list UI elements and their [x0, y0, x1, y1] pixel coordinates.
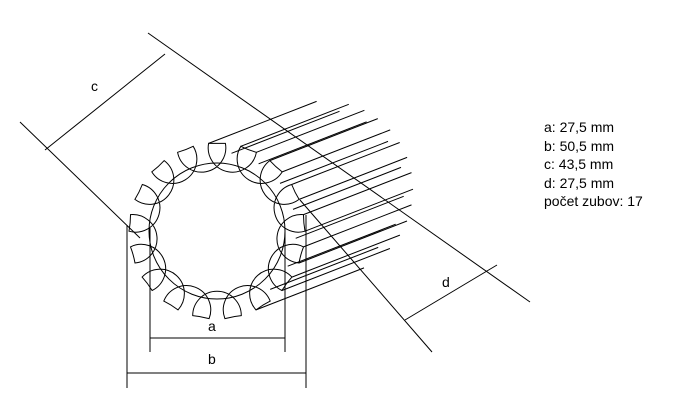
dimension-lines [19, 32, 531, 388]
tooth-edge-line [255, 267, 365, 311]
tooth-edge-line [303, 204, 412, 248]
spec-b: b: 50,5 mm [544, 137, 615, 154]
specifications-list: a: 27,5 mm b: 50,5 mm c: 43,5 mm d: 27,5… [544, 118, 643, 211]
spec-d: d: 27,5 mm [544, 174, 615, 191]
tooth-edge-line [304, 188, 414, 232]
tooth-edge-line [298, 220, 408, 264]
dimension-line-c [44, 53, 166, 151]
groove-line [231, 110, 340, 154]
label-d: d [442, 274, 450, 290]
tooth-edge-line [298, 156, 408, 200]
label-b: b [208, 351, 216, 367]
label-a: a [208, 318, 216, 334]
extension-line-d [299, 199, 433, 353]
dimension-line-d [404, 264, 498, 321]
groove-line [292, 166, 402, 210]
spec-a: a: 27,5 mm [544, 119, 615, 135]
spec-c: c: 43,5 mm [544, 156, 614, 172]
groove-line [279, 140, 389, 184]
tooth-edge-line [282, 129, 391, 173]
tooth-edge-line [240, 103, 349, 147]
label-c: c [91, 78, 98, 94]
groove-line [287, 223, 396, 267]
groove-line [258, 121, 367, 165]
gear-front-face [128, 142, 306, 320]
extension-line-c-bottom [19, 121, 141, 239]
extension-line-c-top [147, 32, 531, 303]
groove-line [295, 195, 404, 239]
spec-teeth-count: počet zubov: 17 [544, 193, 643, 209]
tooth-edge-line [269, 118, 378, 162]
tooth-edge-line [291, 142, 400, 185]
tooth-edge-line [256, 109, 365, 153]
tooth-edge-line [208, 100, 317, 144]
tooth-edge-line [291, 234, 401, 278]
groove-line [270, 246, 379, 290]
tooth-edge-line [303, 172, 412, 216]
tooth-edge-line [281, 248, 391, 291]
